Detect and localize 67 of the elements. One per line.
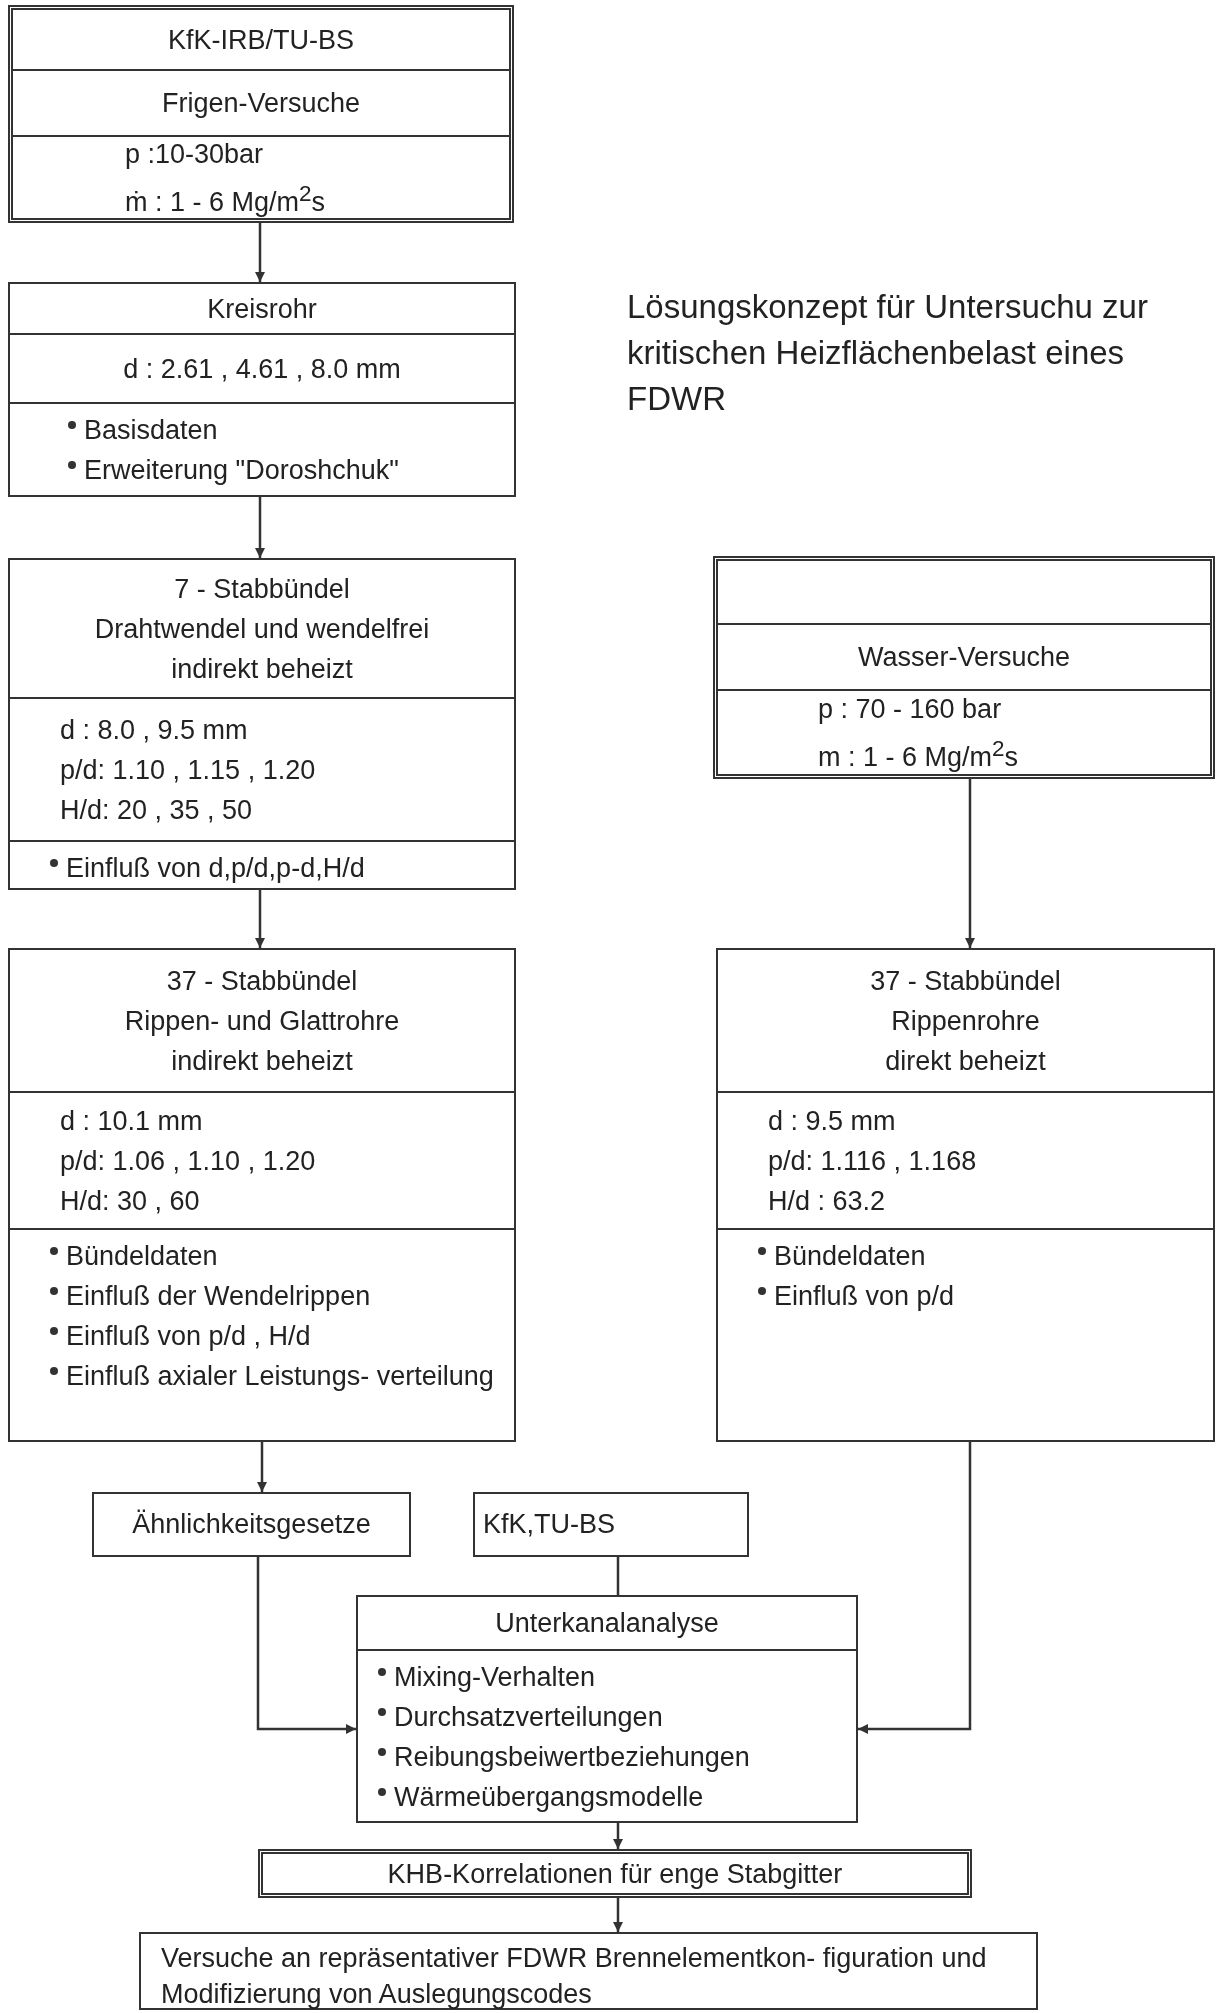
box-heading: 7 - Stabbündel — [174, 572, 350, 606]
process-box — [8, 282, 516, 497]
box-text: m : 1 - 6 Mg/m$^{2}$s — [818, 734, 1019, 774]
box-text: p :10-30bar — [125, 137, 264, 171]
box-text: direkt beheizt — [885, 1044, 1046, 1078]
process-box — [8, 948, 516, 1442]
arrow — [256, 1557, 356, 1734]
list-item: Mixing-Verhalten — [394, 1661, 597, 1694]
box-heading: 37 - Stabbündel — [166, 964, 358, 998]
arrow — [255, 497, 265, 558]
box-text: p : 70 - 160 bar — [818, 692, 1002, 726]
box-text: Frigen-Versuche — [161, 87, 361, 120]
list-item: Durchsatzverteilungen — [394, 1701, 664, 1734]
box-heading: KfK-IRB/TU-BS — [168, 23, 354, 57]
box-text: d : 9.5 mm — [768, 1104, 896, 1138]
box-text: p/d: 1.06 , 1.10 , 1.20 — [60, 1144, 316, 1178]
arrow — [255, 890, 265, 948]
arrow — [257, 1442, 267, 1492]
arrow — [613, 1898, 623, 1932]
arrow — [613, 1823, 623, 1849]
list-item: Einfluß von d,p/d,p-d,H/d — [66, 852, 366, 885]
process-box — [92, 1492, 411, 1557]
diagram-title: Lösungskonzept für Untersuchu zur kritischen Heizflächenbelast eines FDWR — [627, 287, 1149, 419]
box-text: H/d : 63.2 — [768, 1184, 886, 1218]
result-box — [258, 1849, 972, 1898]
list-item: Einfluß von p/d , H/d — [66, 1320, 312, 1353]
list-item: Wärmeübergangsmodelle — [394, 1781, 705, 1814]
process-box — [8, 558, 516, 890]
result-box — [139, 1932, 1038, 2010]
box-text: ṁ : 1 - 6 Mg/m$^{2}$s — [125, 179, 326, 219]
arrow — [965, 779, 975, 948]
box-text: Drahtwendel und wendelfrei — [94, 612, 430, 646]
list-item: Reibungsbeiwertbeziehungen — [394, 1741, 751, 1774]
list-item: Einfluß axialer Leistungs- verteilung — [66, 1360, 495, 1393]
process-box — [473, 1492, 749, 1557]
process-box — [713, 556, 1215, 779]
arrow — [255, 223, 265, 282]
list-item: Bündeldaten — [66, 1240, 219, 1273]
box-text: KfK,TU-BS — [483, 1508, 616, 1541]
box-text: H/d: 20 , 35 , 50 — [60, 793, 253, 827]
box-text: d : 8.0 , 9.5 mm — [60, 713, 248, 747]
box-text: Wasser-Versuche — [857, 641, 1071, 674]
process-box — [716, 948, 1215, 1442]
box-heading: Kreisrohr — [207, 292, 317, 326]
box-text: Rippen- und Glattrohre — [124, 1004, 400, 1038]
box-text: indirekt beheizt — [171, 652, 353, 686]
box-text: H/d: 30 , 60 — [60, 1184, 200, 1218]
box-text: p/d: 1.116 , 1.168 — [768, 1144, 977, 1178]
box-text: indirekt beheizt — [171, 1044, 353, 1078]
box-heading: KHB-Korrelationen für enge Stabgitter — [387, 1857, 843, 1891]
box-heading: 37 - Stabbündel — [870, 964, 1061, 998]
list-item: Erweiterung "Doroshchuk" — [84, 454, 400, 487]
box-text: Versuche an repräsentativer FDWR Brennelementkon- figuration und Modifizierung von Auslegungscodes — [161, 1942, 988, 2011]
box-text: d : 2.61 , 4.61 , 8.0 mm — [123, 352, 401, 386]
box-heading: Ähnlichkeitsgesetze — [132, 1508, 371, 1541]
box-heading: Unterkanalanalyse — [495, 1607, 719, 1640]
arrow — [858, 1442, 972, 1734]
connector-line — [616, 1557, 620, 1595]
box-text: Rippenrohre — [891, 1004, 1040, 1038]
process-box — [356, 1595, 858, 1823]
list-item: Basisdaten — [84, 414, 219, 447]
list-item: Bündeldaten — [774, 1240, 927, 1273]
list-item: Einfluß von p/d — [774, 1280, 956, 1313]
list-item: Einfluß der Wendelrippen — [66, 1280, 372, 1313]
process-box — [8, 5, 514, 223]
box-text: d : 10.1 mm — [60, 1104, 203, 1138]
box-text: p/d: 1.10 , 1.15 , 1.20 — [60, 753, 316, 787]
